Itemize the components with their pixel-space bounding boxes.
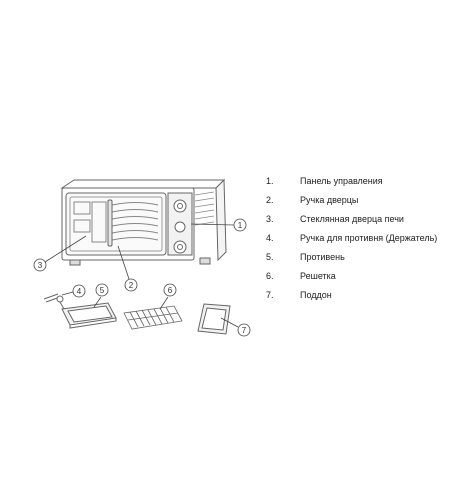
legend-item-1: 1. Панель управления — [266, 176, 446, 187]
parts-legend: 1. Панель управления 2. Ручка дверцы 3. … — [266, 176, 446, 309]
control-knob-1 — [173, 199, 187, 213]
legend-number: 6. — [266, 271, 274, 281]
control-knob-2 — [174, 221, 186, 233]
legend-number: 4. — [266, 233, 274, 243]
callout-6: 6 — [163, 283, 177, 297]
glass-door — [65, 192, 167, 256]
side-vents — [194, 191, 215, 226]
callout-2-label: 2 — [129, 281, 134, 290]
callout-6-label: 6 — [168, 286, 173, 295]
legend-item-7: 7. Поддон — [266, 290, 446, 301]
oven-side — [215, 178, 227, 262]
callout-2: 2 — [124, 278, 138, 292]
legend-label: Поддон — [300, 290, 332, 300]
oven-foot-left — [69, 259, 81, 266]
callout-1: 1 — [233, 218, 247, 232]
legend-item-6: 6. Решетка — [266, 271, 446, 282]
legend-item-3: 3. Стеклянная дверца печи — [266, 214, 446, 225]
legend-item-4: 4. Ручка для противня (Держатель) — [266, 233, 446, 244]
oven-foot-right — [199, 257, 211, 265]
legend-label: Панель управления — [300, 176, 383, 186]
legend-label: Ручка для противня (Держатель) — [300, 233, 438, 243]
crumb-tray — [197, 303, 231, 335]
legend-item-2: 2. Ручка дверцы — [266, 195, 446, 206]
baking-tray — [61, 302, 117, 329]
legend-number: 3. — [266, 214, 274, 224]
legend-number: 1. — [266, 176, 274, 186]
legend-label: Противень — [300, 252, 345, 262]
legend-label: Ручка дверцы — [300, 195, 359, 205]
callout-4-label: 4 — [77, 287, 82, 296]
callout-3-label: 3 — [38, 261, 43, 270]
tray-handle — [43, 293, 65, 310]
legend-number: 5. — [266, 252, 274, 262]
callout-5-label: 5 — [100, 286, 105, 295]
control-knob-3 — [173, 240, 187, 254]
legend-number: 7. — [266, 290, 274, 300]
callout-7-label: 7 — [242, 326, 247, 335]
callout-7: 7 — [237, 323, 251, 337]
oven-racks — [111, 202, 159, 241]
oven-top — [60, 179, 226, 189]
legend-label: Стеклянная дверца печи — [300, 214, 404, 224]
callout-4: 4 — [72, 284, 86, 298]
legend-number: 2. — [266, 195, 274, 205]
door-handle — [107, 199, 113, 247]
oven-illustration — [60, 178, 227, 266]
legend-item-5: 5. Противень — [266, 252, 446, 263]
callout-1-label: 1 — [238, 221, 243, 230]
leader-lines — [44, 223, 239, 328]
callout-5: 5 — [95, 283, 109, 297]
wire-rack — [123, 305, 183, 330]
legend-label: Решетка — [300, 271, 336, 281]
callout-3: 3 — [33, 258, 47, 272]
